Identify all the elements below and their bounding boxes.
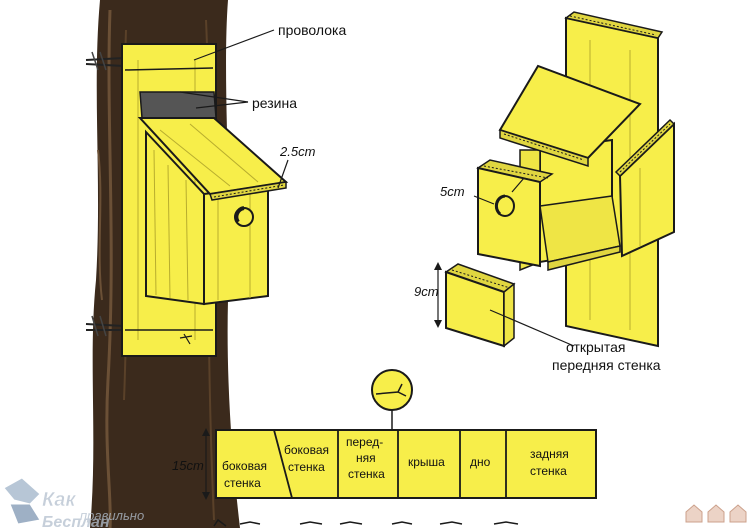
open-front-label-line2: передняя стенка	[552, 357, 661, 373]
exploded-roof	[498, 64, 642, 168]
svg-text:Как: Как	[42, 489, 76, 511]
dimension-arrows-right	[434, 177, 575, 347]
watermark-logo: Как правильно Бесплан	[3, 477, 144, 528]
exploded-open-front	[444, 263, 516, 348]
segment-front-wall: перед- няя стенка	[346, 435, 387, 481]
segment-side-wall-2: боковая стенка	[284, 443, 332, 474]
svg-text:Бесплан: Бесплан	[42, 514, 110, 528]
leader-lines-left	[179, 29, 289, 189]
plank-cutting-plan	[215, 429, 597, 499]
roof-overhang-label: 2.5cm	[279, 144, 316, 159]
rubber-label: резина	[252, 95, 297, 111]
wire-lower	[85, 315, 125, 337]
rubber-strip	[139, 91, 217, 119]
hole-diameter-label: 5cm	[440, 184, 465, 199]
wire-upper	[85, 51, 125, 71]
house-body	[145, 129, 269, 306]
magnifier-detail	[371, 369, 413, 430]
segment-back-wall: задняя стенка	[530, 447, 572, 478]
open-front-label-line1: открытая	[566, 339, 626, 355]
segment-bottom: дно	[470, 455, 491, 469]
house-roof	[137, 117, 289, 201]
segment-roof: крыша	[408, 455, 445, 469]
front-height-label: 9cm	[414, 284, 439, 299]
plank-width-arrow	[202, 428, 210, 500]
house-icons	[685, 504, 747, 523]
svg-text:правильно: правильно	[80, 508, 144, 523]
exploded-inner-box	[519, 138, 621, 272]
plank-width-label: 15cm	[172, 458, 204, 473]
wire-label: проволока	[278, 22, 346, 38]
bottom-dimension-line	[213, 518, 519, 527]
segment-side-wall-1: боковая стенка	[222, 459, 270, 490]
exploded-side-wall	[614, 118, 676, 258]
exploded-front-with-hole	[476, 159, 554, 268]
